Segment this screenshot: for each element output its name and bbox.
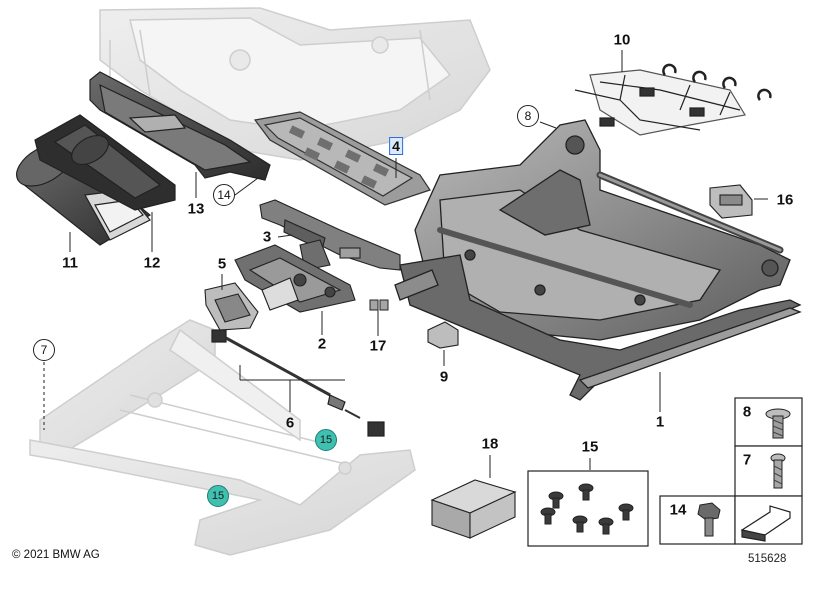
callout-7-circle: 7 <box>33 339 55 361</box>
panel-label-7: 7 <box>742 451 752 469</box>
wiring-harness <box>574 63 772 136</box>
callout-12: 12 <box>143 254 161 272</box>
callout-16: 16 <box>776 191 794 209</box>
lever-unit <box>204 282 259 331</box>
ghost-rail-frame <box>29 319 416 556</box>
mechanism-part <box>234 244 356 313</box>
callout-1: 1 <box>655 413 665 431</box>
ghost-seat-frame <box>99 7 491 161</box>
callout-3: 3 <box>262 228 272 246</box>
repair-kit-box <box>430 479 517 539</box>
callout-15: 15 <box>581 438 599 456</box>
callout-18: 18 <box>481 435 499 453</box>
callout-8-circle: 8 <box>517 105 539 127</box>
callout-15-teal-b: 15 <box>207 485 229 507</box>
cable-part <box>211 329 385 437</box>
callout-17: 17 <box>369 337 387 355</box>
callout-14-circle: 14 <box>213 184 235 206</box>
side-trim <box>89 71 271 181</box>
screw-14 <box>697 502 721 537</box>
torx-bolt-8 <box>765 408 791 439</box>
callout-6: 6 <box>285 414 295 432</box>
callout-15-teal-a: 15 <box>315 429 337 451</box>
callout-13: 13 <box>187 200 205 218</box>
fastener-clips <box>540 483 634 535</box>
cap-part <box>427 321 459 349</box>
panel-label-14: 14 <box>669 501 687 519</box>
cover-shell <box>34 114 176 211</box>
panel-label-8: 8 <box>742 403 752 421</box>
callout-4-highlighted: 4 <box>389 137 403 155</box>
small-clip <box>369 299 389 311</box>
callout-10: 10 <box>613 31 631 49</box>
callout-9: 9 <box>439 368 449 386</box>
connector-part <box>709 184 753 219</box>
callout-2: 2 <box>317 335 327 353</box>
seat-pan-mat <box>253 111 431 206</box>
callout-11: 11 <box>62 254 78 272</box>
diagram-number: 515628 <box>748 553 787 565</box>
bolt-7 <box>770 453 786 489</box>
callout-5: 5 <box>217 255 227 273</box>
hardware-panel <box>659 397 803 545</box>
leader-lines <box>43 50 768 478</box>
copyright-notice: © 2021 BMW AG <box>12 549 100 561</box>
main-seat-frame <box>394 119 802 401</box>
arrow-symbol <box>740 505 791 542</box>
